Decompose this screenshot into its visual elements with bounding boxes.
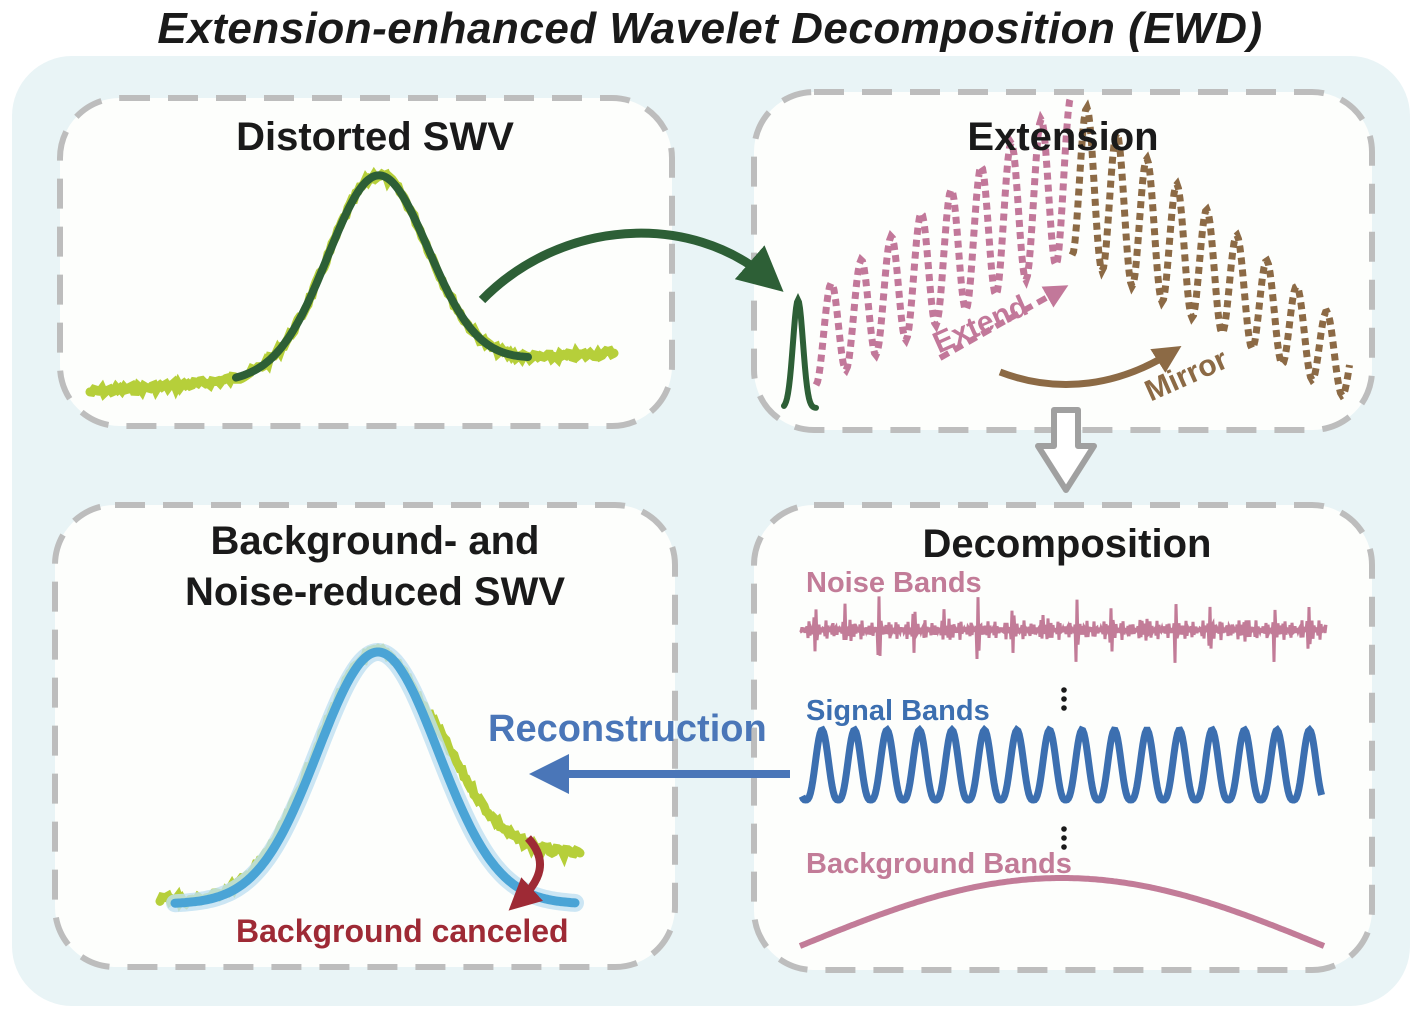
extension-original-peak (781, 293, 819, 411)
diagram-title: Extension-enhanced Wavelet Decomposition… (157, 4, 1263, 53)
down-arrow-icon (1035, 407, 1097, 493)
distorted-fit-curve (232, 171, 532, 382)
mirror-arrow (998, 346, 1182, 388)
distorted-panel-border (57, 95, 675, 429)
noise-bands-label: Noise Bands (806, 567, 982, 599)
background-bands-wave (798, 875, 1326, 949)
ellipsis-dots-1 (1061, 687, 1067, 711)
extension-panel-title: Extension (967, 115, 1159, 159)
reduced-panel-title-line2: Noise-reduced SWV (184, 570, 566, 614)
reduced-panel-title-line1: Background- and (210, 519, 540, 563)
reduced-panel-border (52, 502, 678, 970)
background-canceled-arrow (508, 835, 545, 911)
decomposition-panel-border (751, 502, 1375, 973)
to-extension-arrow (478, 228, 784, 304)
signal-bands-wave (798, 724, 1325, 804)
ellipsis-dots-2 (1061, 826, 1067, 850)
extend-arrow (938, 285, 1069, 361)
extension-extend-wave (812, 95, 1075, 387)
background-bands-label: Background Bands (806, 848, 1072, 880)
reconstruction-label: Reconstruction (488, 708, 767, 750)
reduced-fit-curve (170, 647, 580, 908)
noise-bands-wave (799, 596, 1328, 663)
distorted-panel-title: Distorted SWV (236, 115, 514, 159)
decomposition-panel-title: Decomposition (922, 522, 1212, 566)
background-canceled-label: Background canceled (236, 913, 569, 949)
signal-bands-label: Signal Bands (806, 695, 990, 727)
extension-mirror-wave (1068, 99, 1353, 401)
